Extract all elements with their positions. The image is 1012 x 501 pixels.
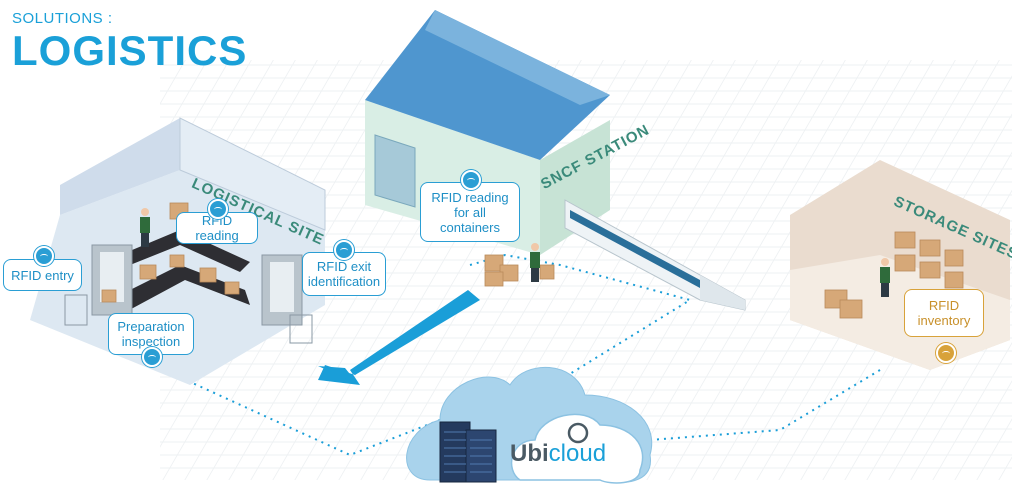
storage-shelves	[824, 231, 964, 319]
callout-preparation: Preparation inspection	[108, 313, 194, 355]
rfid-icon	[334, 240, 354, 260]
worker-site	[140, 208, 150, 247]
ubicloud-cloud	[406, 366, 653, 484]
rfid-icon	[208, 199, 228, 219]
rfid-icon	[936, 343, 956, 363]
rfid-icon	[142, 347, 162, 367]
site-right-wall	[180, 118, 325, 230]
ubicloud-logo: Ubicloud	[510, 440, 606, 468]
logo-suffix: cloud	[548, 440, 607, 467]
site-boxes	[101, 202, 240, 303]
rfid-icon	[461, 170, 481, 190]
flow-arrow	[318, 290, 480, 385]
worker-station	[530, 243, 540, 282]
worker-storage	[880, 258, 890, 297]
cart-left	[64, 294, 88, 326]
ubicloud-logo-icon	[567, 422, 589, 444]
cart-right	[289, 314, 313, 344]
server-rack-icon	[439, 421, 497, 483]
callout-rfid-containers: RFID reading for all containers	[420, 182, 520, 242]
station-boxes	[484, 254, 555, 287]
site-left-wall	[60, 118, 180, 215]
logo-brand: Ubi	[510, 440, 549, 467]
rfid-icon	[34, 246, 54, 266]
page-title: LOGISTICS	[12, 27, 248, 74]
callout-rfid-inventory: RFID inventory	[904, 289, 984, 337]
page-header: SOLUTIONS : LOGISTICS	[12, 10, 247, 73]
section-kicker: SOLUTIONS :	[12, 10, 113, 27]
station-roof	[365, 10, 610, 160]
